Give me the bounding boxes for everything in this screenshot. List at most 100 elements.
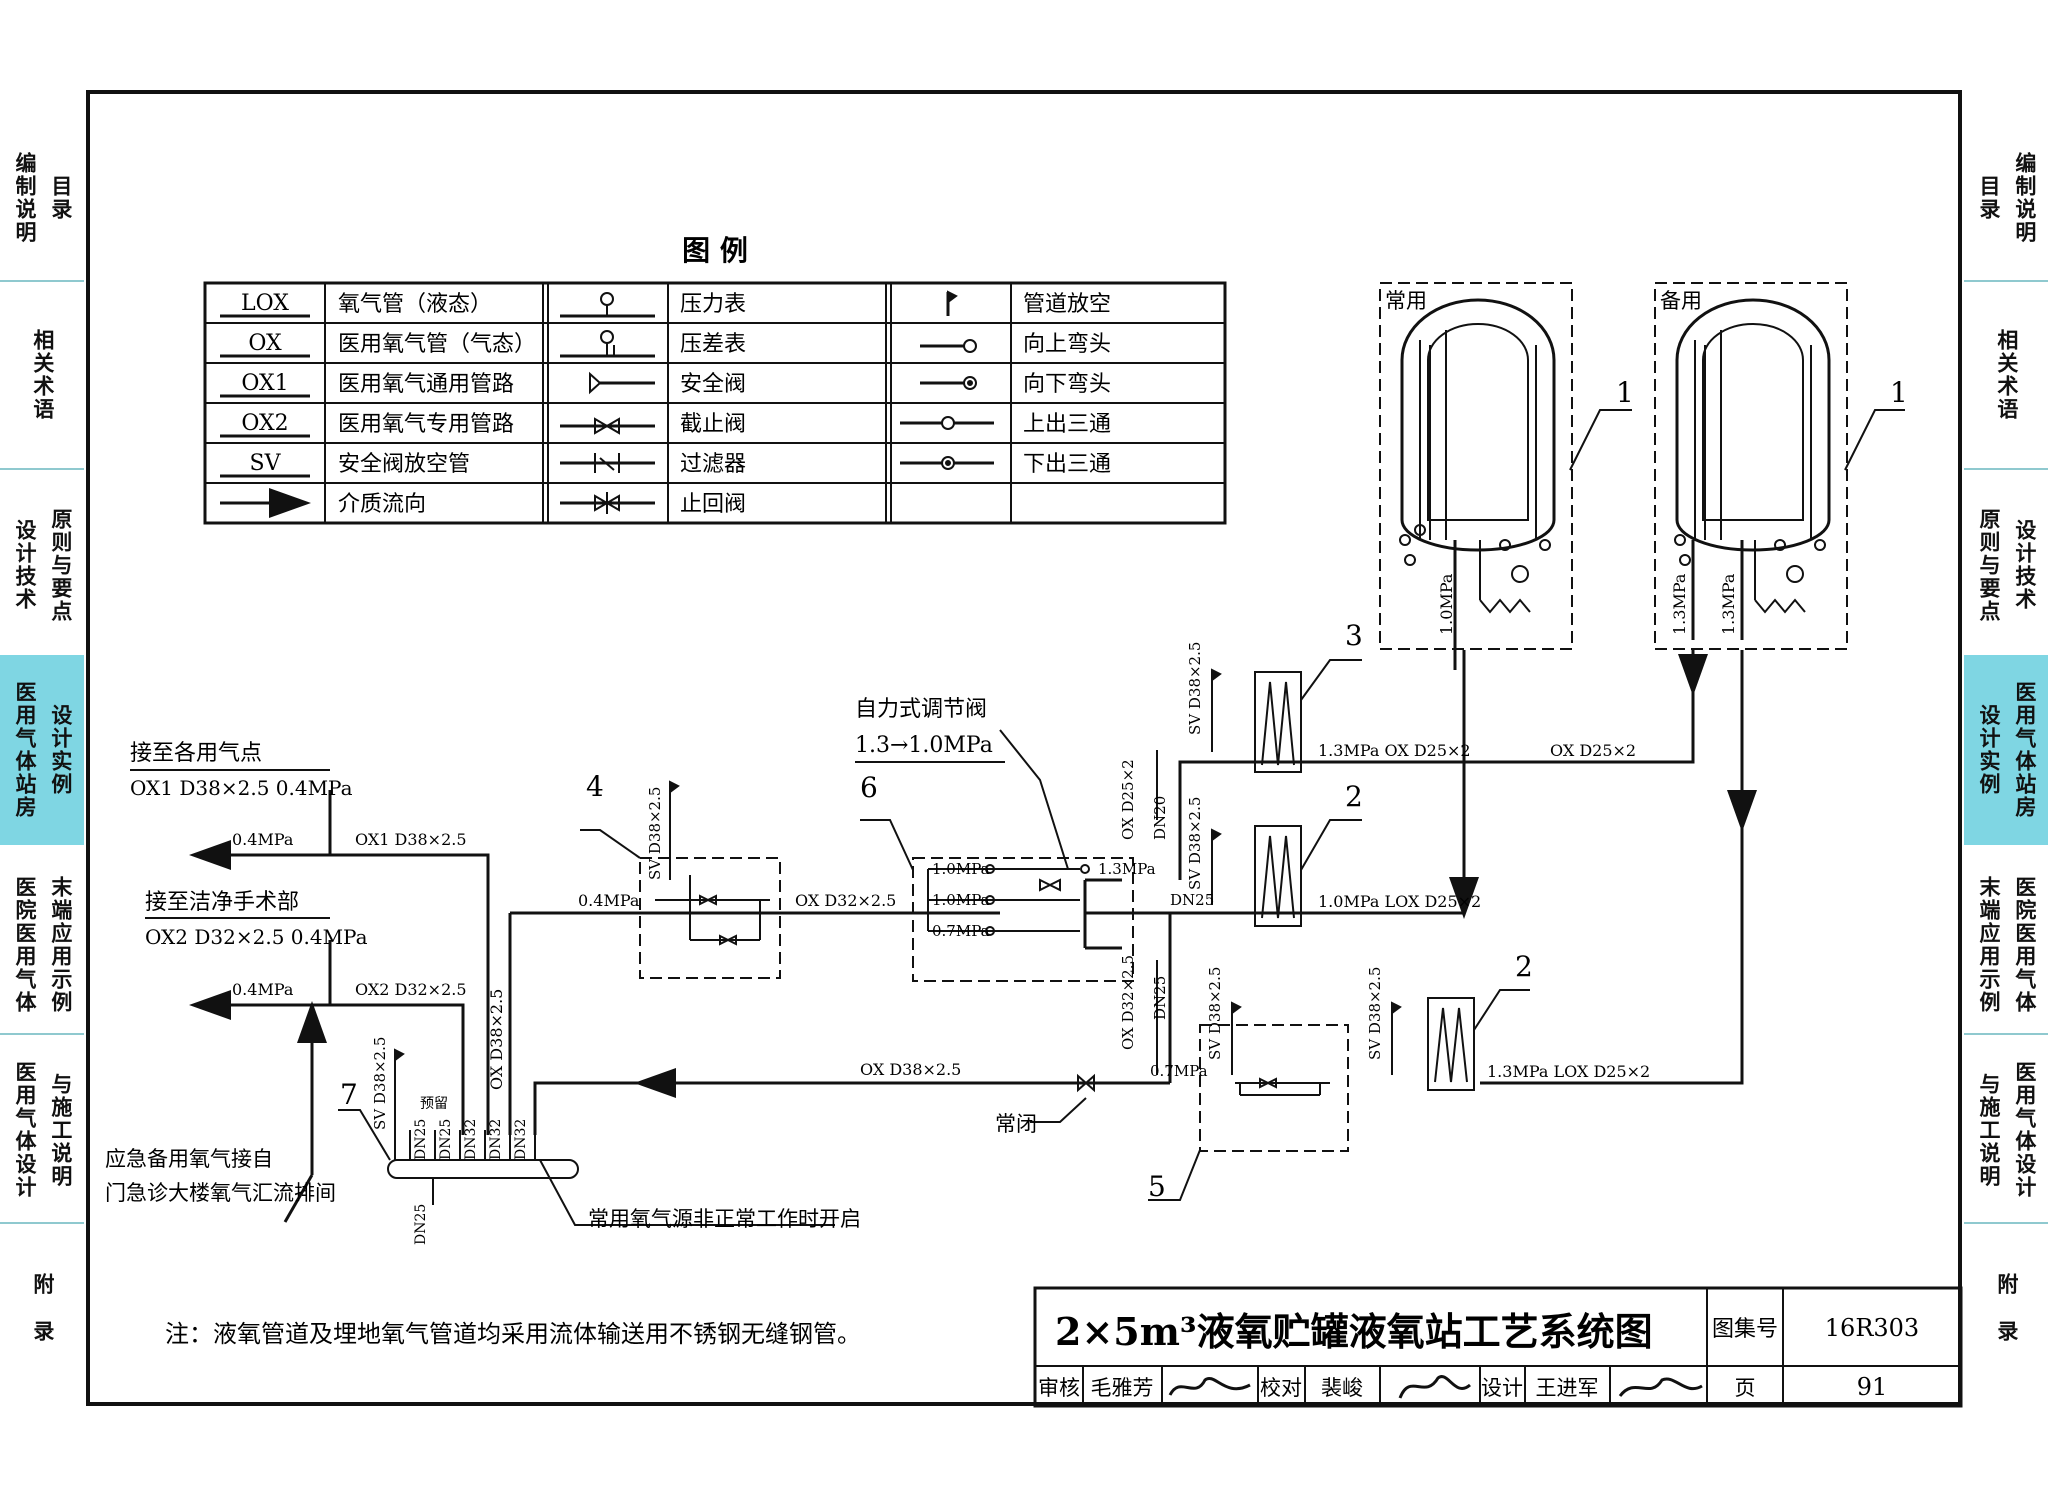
tab-right-principles[interactable]: 原则与要点设计技术 bbox=[1964, 480, 2048, 650]
item-number: 6 bbox=[860, 771, 878, 804]
tab-text: 设计技术 bbox=[13, 519, 37, 611]
tee-down-icon bbox=[900, 456, 994, 470]
pressure-label: 0.4MPa bbox=[578, 891, 640, 910]
review-label: 审核 bbox=[1038, 1376, 1080, 1400]
pressure-gauge-icon bbox=[560, 292, 655, 318]
box-4 bbox=[639, 857, 781, 979]
tab-text: 目录 bbox=[48, 175, 73, 221]
tab-right-terms[interactable]: 相关术语 bbox=[1964, 300, 2048, 450]
tab-text: 医用气体设计 bbox=[13, 1061, 37, 1199]
item-number: 3 bbox=[1345, 619, 1363, 652]
tab-text: 与施工说明 bbox=[1977, 1072, 2001, 1188]
tab-text: 目录 bbox=[1977, 175, 2001, 221]
tab-right-terminal[interactable]: 末端应用示例医院医用气体 bbox=[1964, 860, 2048, 1030]
tab-right-design[interactable]: 与施工说明医用气体设计 bbox=[1964, 1045, 2048, 1215]
tab-text: 医用气体站房 bbox=[2012, 681, 2037, 819]
pressure-label: 1.0MPa bbox=[932, 860, 990, 878]
atlas-no: 16R303 bbox=[1825, 1314, 1919, 1342]
reg-valve-range: 1.3→1.0MPa bbox=[855, 733, 993, 758]
tab-text: 与施工说明 bbox=[48, 1072, 73, 1188]
tab-left-examples[interactable]: 医用气体站房设计实例 bbox=[0, 655, 84, 845]
pipe-label: DN25 bbox=[1170, 891, 1214, 909]
item-number: 1 bbox=[1616, 376, 1634, 409]
legend-desc: 压力表 bbox=[680, 292, 746, 317]
tab-text: 原则与要点 bbox=[1977, 507, 2001, 623]
legend-desc: 过滤器 bbox=[680, 452, 746, 477]
pipe-label: SV D38×2.5 bbox=[371, 1037, 389, 1130]
regulator-manifold bbox=[927, 864, 1090, 936]
legend-desc: 截止阀 bbox=[680, 412, 746, 437]
tab-divider bbox=[1964, 1222, 2048, 1224]
leader-tank-1b bbox=[1844, 409, 1905, 471]
tab-left-appendix[interactable]: 附录 bbox=[0, 1265, 84, 1375]
tab-divider bbox=[0, 1033, 84, 1035]
pipe-label: DN25 bbox=[1151, 976, 1169, 1020]
pipe-label: OX1 D38×2.5 bbox=[355, 830, 467, 849]
evaporator-3 bbox=[1254, 671, 1302, 773]
leader-tank-1 bbox=[1569, 409, 1632, 471]
pipe-label: OX D38×2.5 bbox=[487, 989, 506, 1090]
pipe-label: OX D25×2 bbox=[1550, 741, 1636, 760]
item-number: 2 bbox=[1515, 950, 1533, 983]
normally-closed-label: 常闭 bbox=[995, 1112, 1037, 1136]
tab-left-terms[interactable]: 相关术语 bbox=[0, 300, 84, 450]
pipe-label: DN25 bbox=[413, 1204, 429, 1245]
pipe-label: DN32 bbox=[488, 1119, 504, 1160]
safety-valve-icon bbox=[589, 371, 655, 395]
leaders bbox=[338, 659, 1530, 1226]
tab-left-design[interactable]: 医用气体设计与施工说明 bbox=[0, 1045, 84, 1215]
legend-desc: 介质流向 bbox=[338, 492, 426, 517]
tank-backup-label: 备用 bbox=[1660, 289, 1702, 313]
tab-right-catalog[interactable]: 目录编制说明 bbox=[1964, 118, 2048, 278]
legend-desc: 向下弯头 bbox=[1023, 372, 1111, 397]
tab-divider bbox=[1964, 280, 2048, 282]
page-label: 页 bbox=[1735, 1376, 1756, 1400]
tab-text: 医用气体站房 bbox=[13, 681, 37, 819]
drawing-frame bbox=[86, 90, 1962, 1406]
item-number: 5 bbox=[1148, 1170, 1166, 1203]
check-valve-icon bbox=[560, 492, 655, 514]
legend-code: OX2 bbox=[241, 411, 288, 436]
legend-desc: 安全阀 bbox=[680, 372, 746, 397]
tab-text: 编制说明 bbox=[2012, 152, 2037, 244]
pressure-label: 1.3MPa bbox=[1098, 860, 1156, 878]
pressure-label: 0.7MPa bbox=[932, 922, 990, 940]
normally-closed-valve bbox=[1030, 1073, 1095, 1123]
pipe-label: OX2 D32×2.5 bbox=[355, 980, 467, 999]
stop-valve-icon bbox=[560, 417, 655, 435]
tab-right-appendix[interactable]: 附录 bbox=[1964, 1265, 2048, 1375]
pipe-label: DN25 bbox=[438, 1119, 454, 1160]
tab-right-examples[interactable]: 设计实例医用气体站房 bbox=[1964, 655, 2048, 845]
pipe-label: SV D38×2.5 bbox=[1206, 967, 1224, 1060]
pipe-label: 1.3MPa OX D25×2 bbox=[1318, 741, 1471, 760]
to-backup-title: 接至各用气点 bbox=[130, 741, 262, 766]
tab-text: 相关术语 bbox=[30, 329, 55, 421]
tab-left-catalog[interactable]: 编制说明目录 bbox=[0, 118, 84, 278]
pipe-label: SV D38×2.5 bbox=[1186, 642, 1204, 735]
tab-text: 医院医用气体 bbox=[13, 876, 37, 1014]
legend-desc: 安全阀放空管 bbox=[338, 452, 470, 477]
pressure-label: 1.0MPa bbox=[932, 891, 990, 909]
tab-left-terminal[interactable]: 医院医用气体末端应用示例 bbox=[0, 860, 84, 1030]
pipe-label: SV D38×2.5 bbox=[1186, 797, 1204, 890]
legend-desc: 压差表 bbox=[680, 332, 746, 357]
tab-text: 原则与要点 bbox=[48, 507, 73, 623]
pressure-label: 0.7MPa bbox=[1150, 1062, 1208, 1080]
legend-desc: 医用氧气专用管路 bbox=[338, 412, 514, 437]
legend-desc: 医用氧气管（气态） bbox=[338, 332, 536, 357]
legend-desc: 管道放空 bbox=[1023, 292, 1111, 317]
designer: 王进军 bbox=[1536, 1376, 1599, 1400]
signatures bbox=[1168, 1375, 1703, 1399]
box-6 bbox=[912, 857, 1134, 982]
tab-text: 末端应用示例 bbox=[1977, 876, 2001, 1014]
tank-primary bbox=[1379, 282, 1573, 670]
tab-text: 设计实例 bbox=[48, 704, 73, 796]
legend-desc: 止回阀 bbox=[680, 492, 746, 517]
tab-text: 医院医用气体 bbox=[2012, 876, 2037, 1014]
tank-valve-cluster bbox=[1674, 534, 1826, 583]
pipe-label: DN32 bbox=[463, 1119, 479, 1160]
tab-left-principles[interactable]: 设计技术原则与要点 bbox=[0, 480, 84, 650]
tab-divider bbox=[0, 468, 84, 470]
tab-text: 末端应用示例 bbox=[48, 876, 73, 1014]
tank-primary-label: 常用 bbox=[1385, 289, 1427, 313]
